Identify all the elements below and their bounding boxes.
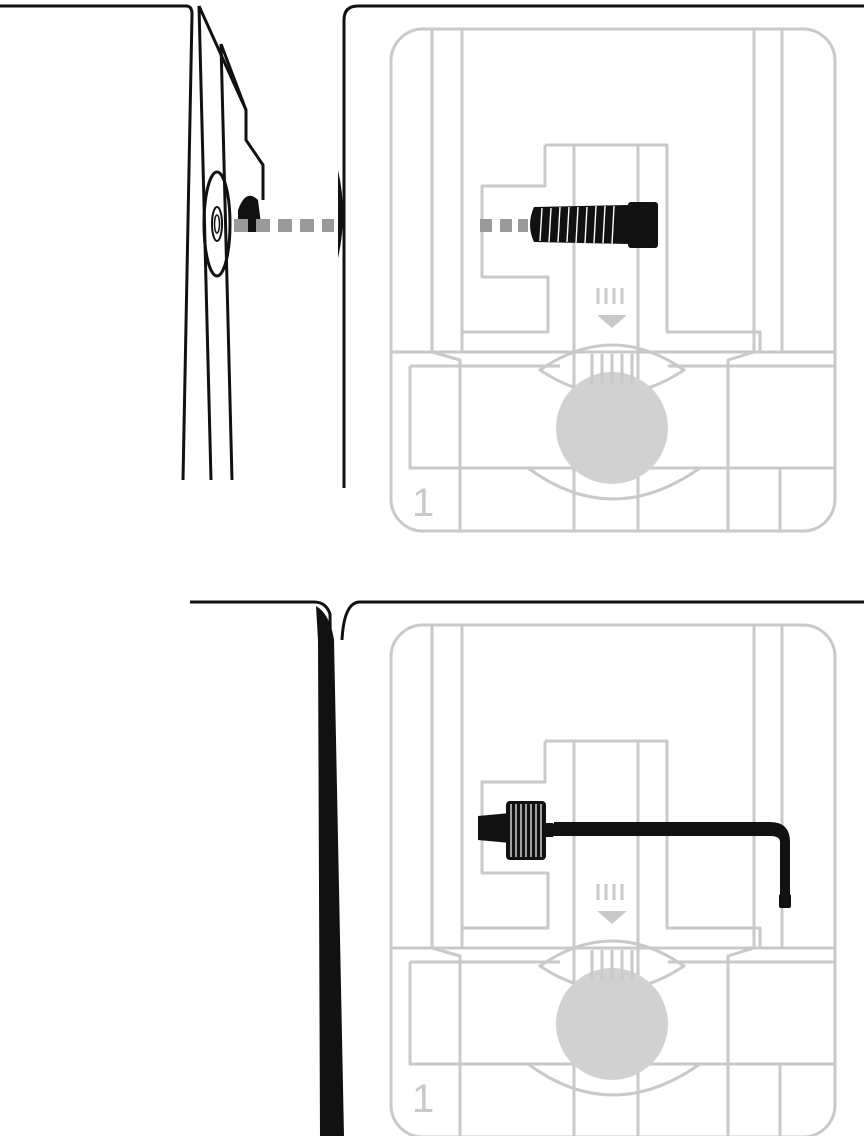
hex-key-icon	[542, 822, 791, 908]
needle-plate-2: 1	[389, 623, 837, 1136]
side-cover-outline	[190, 600, 338, 1136]
guide-lines-center	[590, 354, 634, 384]
panel-step-1: 1	[0, 4, 864, 533]
machine-body-outline-2	[340, 600, 864, 641]
guide-lines-center-2	[590, 950, 634, 980]
side-bracket-outline	[0, 4, 265, 481]
presser-knob-2	[556, 968, 668, 1080]
thumbscrew-icon	[478, 801, 546, 860]
down-arrow-icon	[597, 315, 627, 328]
plate-number-2: 1	[412, 1077, 434, 1121]
plate-number: 1	[412, 481, 434, 525]
machine-body-outline	[342, 4, 864, 488]
guide-lines-top-2	[596, 884, 624, 900]
side-hole-edge	[338, 170, 343, 258]
guide-lines-top	[596, 288, 624, 304]
dashed-alignment-line	[234, 219, 334, 232]
presser-knob	[556, 372, 668, 484]
screw-dash-line	[480, 219, 528, 232]
screw-icon	[530, 202, 658, 248]
needle-plate-1: 1	[389, 27, 837, 533]
panel-step-2: 1	[190, 600, 864, 1136]
down-arrow-icon-2	[597, 911, 627, 924]
side-cover-edge	[316, 606, 344, 1136]
